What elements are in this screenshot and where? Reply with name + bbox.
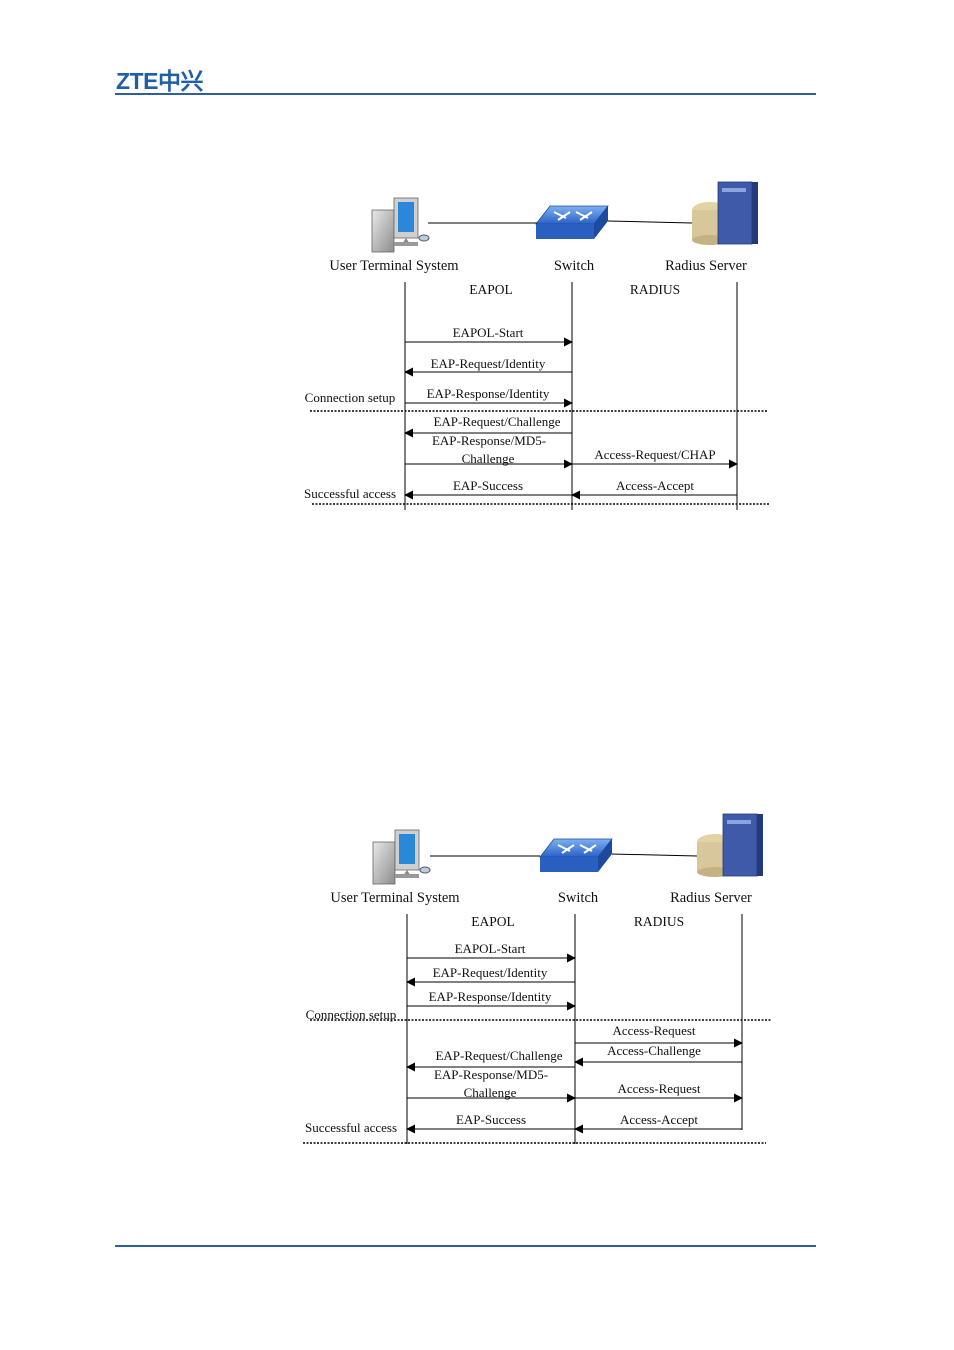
message-label: Challenge (464, 1085, 517, 1100)
computer-icon (372, 829, 431, 885)
message-label: Access-Accept (620, 1112, 698, 1127)
message-label: Access-Request (612, 1023, 695, 1038)
message-label: EAP-Request/Identity (431, 356, 546, 371)
footer-rule (115, 1245, 816, 1247)
message-label: EAP-Request/Challenge (433, 414, 560, 429)
message-label: EAP-Success (453, 478, 523, 493)
actor-switch-label: Switch (554, 258, 595, 274)
phase-successful-access: Successful access (304, 486, 396, 501)
switch-icon (539, 838, 613, 872)
phase-connection-setup: Connection setup (306, 1007, 397, 1022)
eap-relay-sequence-diagram: User Terminal System Switch Radius Serve… (304, 181, 770, 510)
message-label: EAPOL-Start (453, 325, 524, 340)
message-label: EAP-Response/Identity (429, 989, 552, 1004)
actor-terminal-label: User Terminal System (330, 890, 460, 906)
message-label: EAP-Success (456, 1112, 526, 1127)
message-label: Challenge (462, 451, 515, 466)
zte-logo: ZTE中兴 (116, 68, 203, 94)
message-label: EAP-Response/MD5- (434, 1067, 548, 1082)
protocol-eapol-label: EAPOL (471, 914, 515, 929)
message-label: Access-Request (617, 1081, 700, 1096)
message-label: EAP-Response/MD5- (432, 433, 546, 448)
eap-termination-sequence-diagram: User Terminal System Switch Radius Serve… (303, 813, 772, 1144)
phase-successful-access: Successful access (305, 1120, 397, 1135)
protocol-radius-label: RADIUS (634, 914, 684, 929)
message-label: Access-Accept (616, 478, 694, 493)
protocol-eapol-label: EAPOL (469, 282, 513, 297)
message-label: Access-Challenge (607, 1043, 701, 1058)
computer-icon (371, 197, 430, 253)
header-rule (115, 93, 816, 95)
switch-icon (535, 205, 609, 239)
message-label: EAP-Response/Identity (427, 386, 550, 401)
server-icon (692, 181, 758, 245)
protocol-radius-label: RADIUS (630, 282, 680, 297)
server-icon (697, 813, 763, 877)
message-label: Access-Request/CHAP (594, 447, 715, 462)
message-label: EAPOL-Start (455, 941, 526, 956)
phase-connection-setup: Connection setup (305, 390, 396, 405)
actor-terminal-label: User Terminal System (329, 258, 459, 274)
message-label: EAP-Request/Identity (433, 965, 548, 980)
actor-server-label: Radius Server (670, 890, 752, 906)
message-label: EAP-Request/Challenge (435, 1048, 562, 1063)
actor-switch-label: Switch (558, 890, 599, 906)
actor-server-label: Radius Server (665, 258, 747, 274)
